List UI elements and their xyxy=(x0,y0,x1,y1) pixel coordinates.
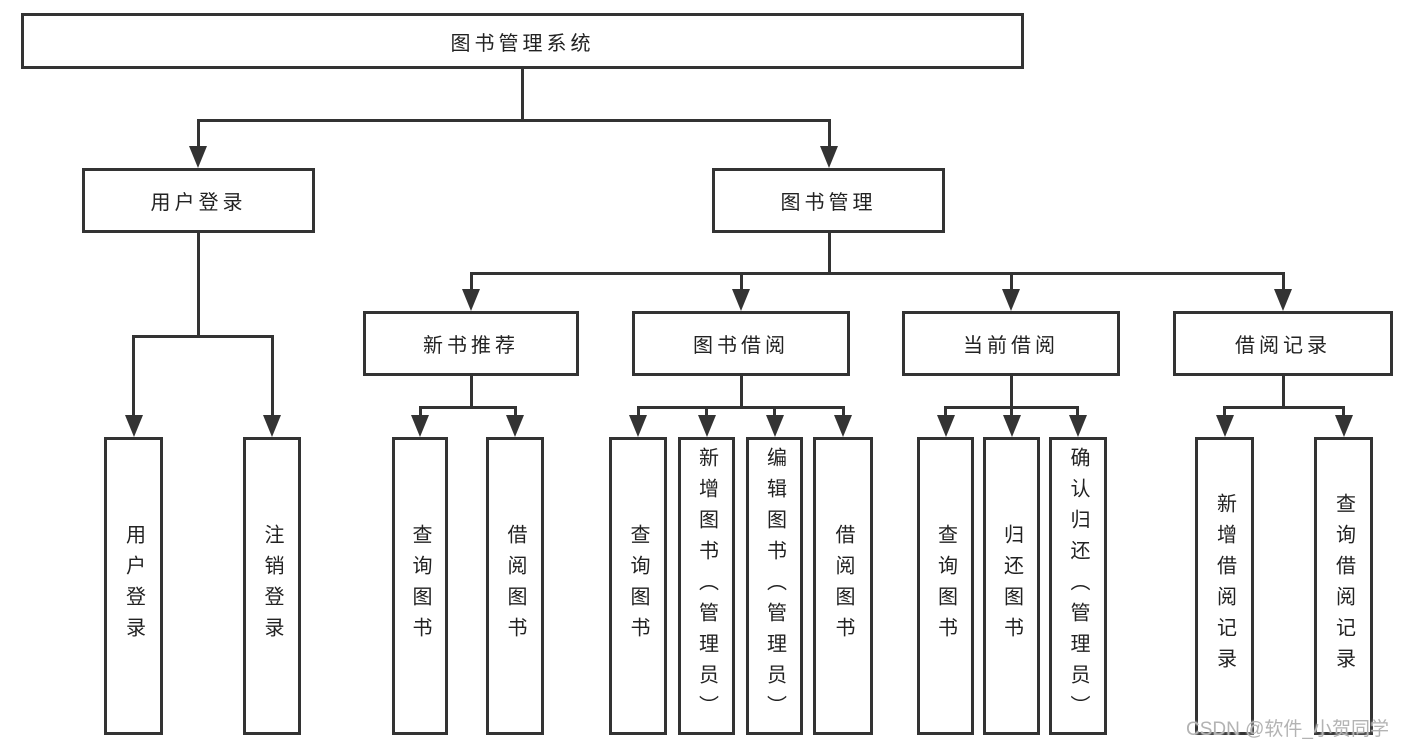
node-book-borrow: 图书借阅 xyxy=(632,311,850,376)
connector-leaf-drop xyxy=(637,406,640,420)
leaf-query-books-1: 查询图书 xyxy=(392,437,448,735)
connector-leaf-drop xyxy=(842,406,845,420)
connector-borrow-records-rail xyxy=(1223,406,1345,409)
connector-book-management-drop xyxy=(828,119,831,151)
connector-new-book-rail xyxy=(419,406,517,409)
leaf-query-books-3: 查询图书 xyxy=(917,437,974,735)
node-book-management: 图书管理 xyxy=(712,168,945,233)
node-borrow-records: 借阅记录 xyxy=(1173,311,1393,376)
connector-root-stem xyxy=(521,69,524,119)
node-user-login-label: 用户登录 xyxy=(150,192,247,214)
connector-leaf-drop xyxy=(271,335,274,419)
arrow-down-icon xyxy=(506,415,524,437)
leaf-add-books-admin: 新增图书（管理员） xyxy=(678,437,735,735)
arrow-down-icon xyxy=(732,289,750,311)
arrow-down-icon xyxy=(1003,415,1021,437)
arrow-down-icon xyxy=(834,415,852,437)
connector-leaf-drop xyxy=(944,406,947,420)
leaf-edit-books-admin-label: 编辑图书（管理员） xyxy=(763,446,786,726)
connector-level3-drop xyxy=(1282,272,1285,292)
leaf-borrow-books-1: 借阅图书 xyxy=(486,437,544,735)
arrow-down-icon xyxy=(1335,415,1353,437)
node-book-management-label: 图书管理 xyxy=(780,192,877,214)
leaf-borrow-books-2: 借阅图书 xyxy=(813,437,873,735)
leaf-confirm-return-admin: 确认归还（管理员） xyxy=(1049,437,1107,735)
leaf-user-login-label: 用户登录 xyxy=(122,524,145,648)
connector-level3-rail xyxy=(470,272,1284,275)
connector-user-login-stem xyxy=(197,233,200,335)
connector-leaf-drop xyxy=(514,406,517,420)
arrow-down-icon xyxy=(1274,289,1292,311)
connector-leaf-drop xyxy=(705,406,708,420)
csdn-watermark: CSDN @软件_小贺同学 xyxy=(1186,719,1389,740)
connector-leaf-drop xyxy=(1223,406,1226,420)
arrow-down-icon xyxy=(1069,415,1087,437)
leaf-logout-label: 注销登录 xyxy=(261,524,283,648)
connector-current-borrow-stem xyxy=(1010,376,1013,406)
arrow-down-icon xyxy=(462,289,480,311)
node-new-book-recommend: 新书推荐 xyxy=(363,311,579,376)
leaf-edit-books-admin: 编辑图书（管理员） xyxy=(746,437,803,735)
node-current-borrow-label: 当前借阅 xyxy=(963,335,1059,357)
leaf-borrow-books-2-label: 借阅图书 xyxy=(832,524,854,648)
node-user-login: 用户登录 xyxy=(82,168,315,233)
leaf-query-borrow-record: 查询借阅记录 xyxy=(1314,437,1373,735)
leaf-add-books-admin-label: 新增图书（管理员） xyxy=(695,446,718,726)
node-borrow-records-label: 借阅记录 xyxy=(1235,335,1331,357)
connector-level3-drop xyxy=(470,272,473,292)
arrow-down-icon xyxy=(820,146,838,168)
connector-book-borrow-stem xyxy=(740,376,743,406)
leaf-return-books: 归还图书 xyxy=(983,437,1040,735)
leaf-logout: 注销登录 xyxy=(243,437,301,735)
arrow-down-icon xyxy=(125,415,143,437)
leaf-query-books-2: 查询图书 xyxy=(609,437,667,735)
connector-level3-drop xyxy=(740,272,743,292)
leaf-user-login: 用户登录 xyxy=(104,437,163,735)
leaf-confirm-return-admin-label: 确认归还（管理员） xyxy=(1067,446,1089,726)
node-root: 图书管理系统 xyxy=(21,13,1024,69)
leaf-query-books-1-label: 查询图书 xyxy=(409,524,431,648)
node-root-label: 图书管理系统 xyxy=(450,32,595,55)
connector-leaf-drop xyxy=(1342,406,1345,420)
connector-leaf-drop xyxy=(773,406,776,420)
leaf-add-borrow-record-label: 新增借阅记录 xyxy=(1213,493,1236,679)
arrow-down-icon xyxy=(698,415,716,437)
connector-leaf-drop xyxy=(419,406,422,420)
connector-user-login-rail xyxy=(132,335,274,338)
arrow-down-icon xyxy=(937,415,955,437)
leaf-borrow-books-1-label: 借阅图书 xyxy=(504,524,526,648)
connector-new-book-stem xyxy=(470,376,473,406)
connector-leaf-drop xyxy=(132,335,135,419)
connector-level2-rail xyxy=(197,119,831,122)
arrow-down-icon xyxy=(1216,415,1234,437)
arrow-down-icon xyxy=(1002,289,1020,311)
arrow-down-icon xyxy=(411,415,429,437)
leaf-query-borrow-record-label: 查询借阅记录 xyxy=(1332,493,1355,679)
arrow-down-icon xyxy=(766,415,784,437)
arrow-down-icon xyxy=(629,415,647,437)
leaf-query-books-3-label: 查询图书 xyxy=(934,524,957,648)
connector-level3-drop xyxy=(1010,272,1013,292)
leaf-query-books-2-label: 查询图书 xyxy=(627,524,649,648)
leaf-return-books-label: 归还图书 xyxy=(1000,524,1023,648)
connector-book-borrow-rail xyxy=(637,406,845,409)
connector-user-login-drop xyxy=(197,119,200,151)
arrow-down-icon xyxy=(263,415,281,437)
node-book-borrow-label: 图书借阅 xyxy=(693,335,789,357)
leaf-add-borrow-record: 新增借阅记录 xyxy=(1195,437,1254,735)
connector-borrow-records-stem xyxy=(1282,376,1285,406)
connector-leaf-drop xyxy=(1010,406,1013,420)
node-current-borrow: 当前借阅 xyxy=(902,311,1120,376)
connector-leaf-drop xyxy=(1076,406,1079,420)
node-new-book-recommend-label: 新书推荐 xyxy=(423,335,519,357)
connector-book-management-stem xyxy=(828,233,831,272)
arrow-down-icon xyxy=(189,146,207,168)
